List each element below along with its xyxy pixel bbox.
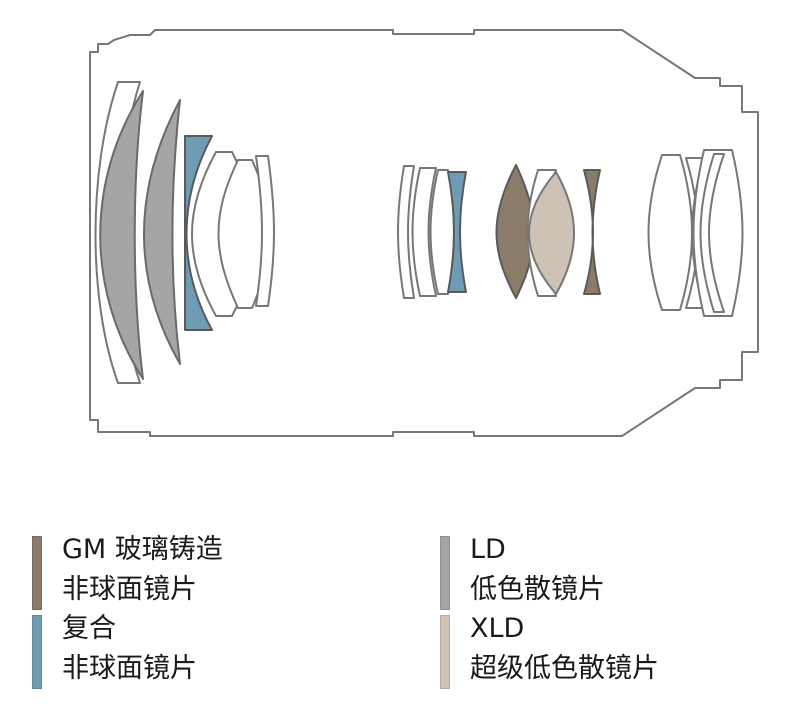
lens-construction-diagram <box>89 29 759 437</box>
lens-element-19-clear <box>699 153 725 313</box>
legend-item-xld: XLD 超级低色散镜片 <box>440 609 659 689</box>
lens-element-11-composite-aspherical <box>447 171 467 293</box>
lens-element-16-clear <box>647 154 693 311</box>
legend-label: 复合 非球面镜片 <box>62 613 197 684</box>
legend-swatch <box>440 536 450 610</box>
lens-element-9-clear <box>411 167 437 297</box>
lens-element-14-xld <box>528 171 575 295</box>
lens-element-7-clear <box>255 155 275 307</box>
legend-label: LD 低色散镜片 <box>470 534 605 605</box>
lens-element-2-ld <box>99 90 144 380</box>
lens-element-8-clear <box>397 165 415 299</box>
legend-item-composite-aspherical: 复合 非球面镜片 <box>32 609 197 689</box>
legend-item-ld: LD 低色散镜片 <box>440 530 605 610</box>
legend-label: GM 玻璃铸造 非球面镜片 <box>62 534 223 605</box>
legend-item-gm-aspherical: GM 玻璃铸造 非球面镜片 <box>32 530 223 610</box>
lens-element-4-composite-aspherical <box>184 135 213 331</box>
lens-element-15-gm-aspherical <box>583 169 601 295</box>
legend-swatch <box>32 536 42 610</box>
legend-label: XLD 超级低色散镜片 <box>470 613 659 684</box>
lens-barrel-outline <box>89 29 759 437</box>
legend-swatch <box>32 615 42 689</box>
legend-swatch <box>440 615 450 689</box>
lens-element-3-ld <box>143 99 181 365</box>
